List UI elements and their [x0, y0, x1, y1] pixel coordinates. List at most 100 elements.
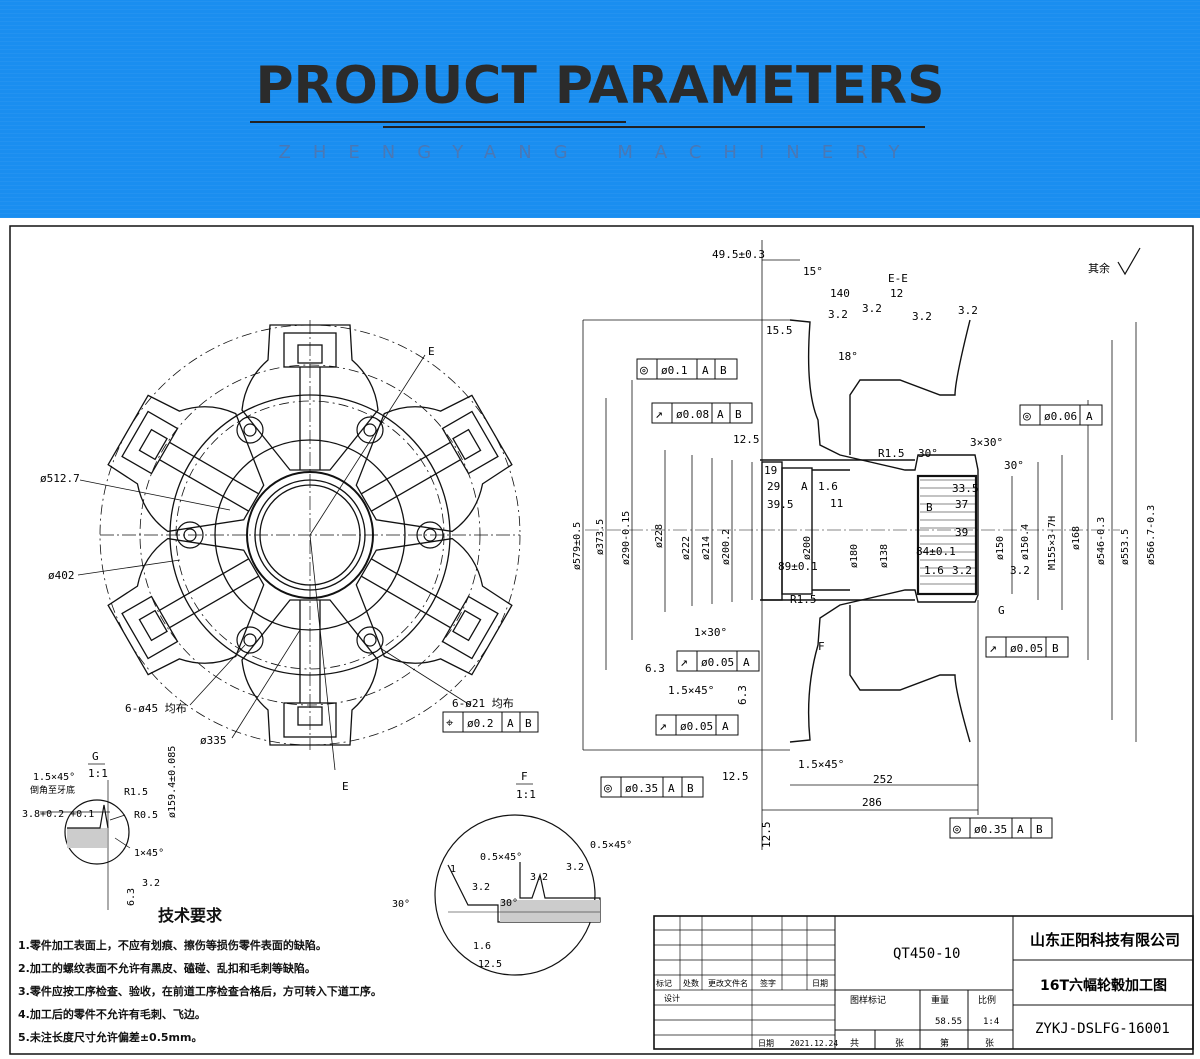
svg-text:A: A — [1086, 410, 1093, 423]
svg-text:1.5×45°: 1.5×45° — [798, 758, 844, 771]
detail-f-1-6: 1.6 — [473, 941, 491, 952]
notes-list: 1.零件加工表面上，不应有划痕、擦伤等损伤零件表面的缺陷。 2.加工的螺纹表面不… — [18, 934, 382, 1049]
svg-text:↗: ↗ — [989, 641, 997, 656]
section-mark-e-top: E — [428, 345, 435, 358]
tb-design: 设计 — [664, 993, 680, 1003]
fcf-3: ◎ ø0.06 A — [1019, 404, 1103, 426]
svg-text:ø168: ø168 — [1071, 526, 1082, 550]
detail-g-3-8: 3.8+0.2 +0.1 — [22, 809, 94, 820]
detail-g-r15: R1.5 — [124, 787, 148, 798]
tb-header-count: 处数 — [683, 978, 699, 988]
tb-weight: 58.55 — [935, 1017, 962, 1027]
tb-date: 2021.12.24 — [790, 1039, 838, 1048]
note-item: 3.零件应按工序检查、验收，在前道工序检查合格后，方可转入下道工序。 — [18, 985, 382, 998]
detail-g-chamfer: 1.5×45° — [33, 772, 75, 783]
tb-header-date: 日期 — [812, 979, 828, 988]
position-datum-b: B — [525, 717, 532, 730]
svg-text:ø222: ø222 — [681, 536, 692, 560]
section-view — [582, 240, 1137, 850]
svg-text:B: B — [926, 501, 933, 514]
tb-header-file: 更改文件名 — [708, 978, 748, 988]
svg-text:ø228: ø228 — [654, 524, 665, 548]
tb-company: 山东正阳科技有限公司 — [1030, 931, 1180, 949]
svg-text:ø546-0.3: ø546-0.3 — [1096, 517, 1107, 565]
svg-text:G: G — [998, 604, 1005, 617]
roughness-3: 3.2 — [912, 310, 932, 323]
svg-text:30°: 30° — [1004, 459, 1024, 472]
svg-text:B: B — [720, 364, 727, 377]
svg-text:↗: ↗ — [680, 655, 688, 670]
svg-text:1×30°: 1×30° — [694, 626, 727, 639]
tb-sheet-label: 张 — [895, 1038, 904, 1049]
detail-f-chamfer1: 0.5×45° — [480, 852, 522, 863]
detail-f — [434, 814, 601, 976]
svg-text:11: 11 — [830, 497, 843, 510]
detail-f-r3: 3.2 — [566, 862, 584, 873]
detail-g-r05: R0.5 — [134, 810, 158, 821]
svg-text:ø290-0.15: ø290-0.15 — [621, 511, 632, 565]
svg-text:ø553.5: ø553.5 — [1120, 529, 1131, 565]
detail-g-3-2: 3.2 — [142, 878, 160, 889]
svg-text:19: 19 — [764, 464, 777, 477]
detail-f-30a: 30° — [392, 899, 410, 910]
banner-title: PRODUCT PARAMETERS — [255, 56, 945, 116]
tb-stage-label: 图样标记 — [850, 994, 886, 1006]
tb-scale: 1:4 — [983, 1017, 999, 1027]
dim-15-5: 15.5 — [766, 324, 793, 337]
svg-text:B: B — [1036, 823, 1043, 836]
svg-text:3.2: 3.2 — [952, 564, 972, 577]
svg-text:ø0.05: ø0.05 — [701, 656, 734, 669]
section-mark-e-bottom: E — [342, 780, 349, 793]
other-roughness-label: 其余 — [1088, 261, 1110, 275]
detail-f-title: F — [521, 770, 528, 783]
svg-text:89±0.1: 89±0.1 — [778, 560, 818, 573]
svg-text:12.5: 12.5 — [722, 770, 749, 783]
svg-text:1.6: 1.6 — [818, 480, 838, 493]
detail-f-scale: 1:1 — [516, 788, 536, 801]
svg-text:252: 252 — [873, 773, 893, 786]
notes-title: 技术要求 — [158, 906, 223, 925]
svg-text:ø180: ø180 — [849, 544, 860, 568]
svg-text:B: B — [735, 408, 742, 421]
svg-text:ø150: ø150 — [995, 536, 1006, 560]
svg-text:3.2: 3.2 — [1010, 564, 1030, 577]
note-item: 4.加工后的零件不允许有毛刺、飞边。 — [18, 1008, 206, 1021]
svg-text:ø0.35: ø0.35 — [625, 782, 658, 795]
detail-f-12-5: 12.5 — [478, 959, 502, 970]
svg-text:ø0.35: ø0.35 — [974, 823, 1007, 836]
tb-scale-label: 比例 — [978, 994, 996, 1006]
svg-text:3×30°: 3×30° — [970, 436, 1003, 449]
svg-text:6.3: 6.3 — [645, 662, 665, 675]
svg-text:39.5: 39.5 — [767, 498, 794, 511]
front-view — [77, 320, 527, 771]
roughness-1: 3.2 — [828, 308, 848, 321]
svg-text:ø200.2: ø200.2 — [721, 529, 732, 565]
roughness-check-icon — [1117, 247, 1141, 276]
fcf-2: ↗ ø0.08 A B — [651, 402, 753, 424]
detail-g-1x45: 1×45° — [134, 848, 164, 859]
position-symbol: ⌖ — [446, 716, 454, 731]
note-item: 1.零件加工表面上，不应有划痕、擦伤等损伤零件表面的缺陷。 — [18, 939, 327, 952]
svg-text:F: F — [818, 640, 825, 653]
position-value: ø0.2 — [467, 717, 494, 730]
svg-text:6.3: 6.3 — [736, 685, 749, 705]
svg-text:29: 29 — [767, 480, 780, 493]
svg-text:A: A — [668, 782, 675, 795]
banner-rule-lower — [383, 126, 925, 128]
dim-12-5-top: 12.5 — [733, 433, 760, 446]
svg-text:B: B — [1052, 642, 1059, 655]
svg-text:ø150.4: ø150.4 — [1020, 524, 1031, 560]
technical-drawing: E E ø512.7 ø402 6-ø45 均布 ø335 6-ø21 均布 ⌖… — [9, 225, 1194, 1055]
tb-header-sign: 签字 — [760, 978, 776, 988]
tb-weight-label: 重量 — [931, 994, 949, 1006]
svg-text:M155×3-7H: M155×3-7H — [1047, 516, 1058, 570]
front-label-6x21: 6-ø21 均布 — [452, 697, 514, 710]
dim-49-5: 49.5±0.3 — [712, 248, 765, 261]
position-frame: ⌖ ø0.2 A B — [442, 711, 539, 733]
svg-text:ø200: ø200 — [802, 536, 813, 560]
tb-sheet-label-2: 张 — [985, 1038, 994, 1049]
svg-text:1.5×45°: 1.5×45° — [668, 684, 714, 697]
fcf-4: ↗ ø0.05 A — [676, 650, 760, 672]
svg-text:◎: ◎ — [1023, 409, 1031, 424]
detail-g — [40, 780, 131, 910]
